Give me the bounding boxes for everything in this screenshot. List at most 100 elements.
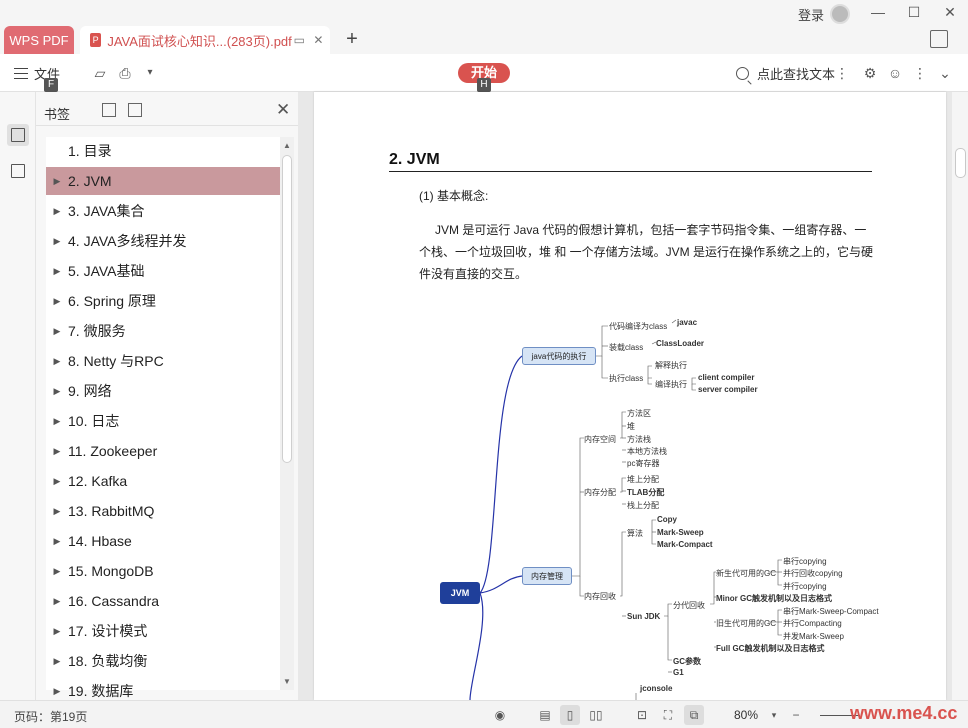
bookmark-item[interactable]: ▶5. JAVA基础 <box>46 257 280 285</box>
tab-document[interactable]: P JAVA面试核心知识...(283页).pdf ▭ ✕ <box>80 26 330 54</box>
bookmark-item[interactable]: ▶16. Cassandra <box>46 587 280 615</box>
expand-triangle-icon[interactable]: ▶ <box>53 295 61 306</box>
bookmark-item[interactable]: 1. 目录 <box>46 137 280 165</box>
expand-triangle-icon[interactable]: ▶ <box>53 355 61 366</box>
expand-triangle-icon[interactable]: ▶ <box>53 595 61 606</box>
expand-triangle-icon[interactable]: ▶ <box>53 685 61 696</box>
panel-toggle-icon[interactable] <box>930 30 948 48</box>
bookmark-scrollbar[interactable]: ▲ ▼ <box>280 137 294 690</box>
expand-triangle-icon[interactable]: ▶ <box>53 655 61 666</box>
document-scrollbar[interactable] <box>952 92 968 700</box>
eye-protection-icon[interactable]: ◉ <box>494 708 506 722</box>
bookmark-item-label: 7. 微服务 <box>68 323 126 339</box>
print-icon[interactable]: ⎙ <box>119 65 131 81</box>
single-page-icon[interactable]: ▯ <box>560 705 580 725</box>
bookmark-item[interactable]: ▶ 2. JVM <box>46 167 280 195</box>
section-heading: 2. JVM <box>389 151 440 168</box>
maximize-button[interactable]: ☐ <box>907 4 921 20</box>
login-button[interactable]: 登录 <box>798 4 851 24</box>
mindmap-node: 内存回收 <box>584 592 616 601</box>
mindmap-node: 串行copying <box>783 557 827 566</box>
expand-triangle-icon[interactable]: ▶ <box>53 445 61 456</box>
actual-size-icon[interactable]: ⊡ <box>636 708 648 722</box>
expand-triangle-icon[interactable]: ▶ <box>53 475 61 486</box>
fit-page-icon[interactable]: ⛶ <box>663 708 673 722</box>
zoom-level[interactable]: 80% <box>734 708 759 722</box>
bookmark-item[interactable]: ▶4. JAVA多线程并发 <box>46 227 280 255</box>
bookmark-scroll-thumb[interactable] <box>282 155 292 463</box>
mindmap-node: Copy <box>657 515 677 524</box>
more-options-icon[interactable]: ⋮ <box>913 65 927 81</box>
expand-triangle-icon[interactable]: ▶ <box>53 535 61 546</box>
avatar[interactable] <box>830 4 851 24</box>
bookmark-item[interactable]: ▶ 12. Kafka <box>46 467 280 495</box>
bookmark-item[interactable]: ▶10. 日志 <box>46 407 280 435</box>
close-tab-icon[interactable]: ✕ <box>313 33 324 47</box>
collapse-toolbar-icon[interactable]: ⌄ <box>939 65 951 81</box>
mindmap-node: 方法栈 <box>627 435 651 444</box>
thumbnail-panel-button[interactable] <box>7 160 29 182</box>
bookmark-item[interactable]: ▶3. JAVA集合 <box>46 197 280 225</box>
start-tab-button[interactable]: 开始 <box>458 63 510 83</box>
bookmark-panel-button[interactable] <box>7 124 29 146</box>
bookmark-item[interactable]: ▶13. RabbitMQ <box>46 497 280 525</box>
status-bar: 页码：第19页 ◉ ▤ ▯ ▯▯ ⊡ ⛶ ⧉ 80% ▾ − <box>0 700 968 728</box>
bookmark-item[interactable]: ▶15. MongoDB <box>46 557 280 585</box>
zoom-out-icon[interactable]: − <box>792 708 800 722</box>
open-folder-icon[interactable]: ▱ <box>94 65 106 81</box>
mindmap-node: 算法 <box>627 529 643 538</box>
mindmap-node: 代码编译为class <box>609 322 668 331</box>
mindmap-connectors <box>469 319 782 701</box>
two-page-icon[interactable]: ▯▯ <box>589 708 603 722</box>
expand-triangle-icon[interactable]: ▶ <box>53 205 61 216</box>
expand-triangle-icon[interactable]: ▶ <box>53 265 61 276</box>
expand-triangle-icon[interactable]: ▶ <box>53 385 61 396</box>
find-text-button[interactable]: 点此查找文本 <box>736 64 835 83</box>
monitor-icon[interactable]: ▭ <box>293 33 305 47</box>
bookmark-item[interactable]: ▶6. Spring 原理 <box>46 287 280 315</box>
bookmark-item-label: 12. Kafka <box>68 473 128 489</box>
menu-icon <box>14 68 28 79</box>
new-tab-button[interactable]: + <box>346 28 358 50</box>
scroll-down-icon[interactable]: ▼ <box>283 677 291 686</box>
bookmark-item[interactable]: ▶8. Netty 与RPC <box>46 347 280 375</box>
tab-wps-pdf[interactable]: WPS PDF <box>4 26 74 54</box>
settings-icon[interactable]: ⚙ <box>863 65 877 81</box>
mindmap-node: 编译执行 <box>655 380 687 389</box>
bookmark-item-label: 2. JVM <box>68 173 112 189</box>
close-window-button[interactable]: ✕ <box>944 4 956 20</box>
collapse-all-icon[interactable] <box>128 103 142 117</box>
expand-all-icon[interactable] <box>102 103 116 117</box>
minimize-button[interactable]: — <box>871 4 885 20</box>
bookmark-item[interactable]: ▶18. 负载均衡 <box>46 647 280 675</box>
mindmap-node: 分代回收 <box>673 601 705 610</box>
mindmap-node: 新生代可用的GC <box>716 569 776 578</box>
zoom-slider[interactable] <box>820 715 860 716</box>
close-panel-icon[interactable]: ✕ <box>276 100 291 119</box>
mindmap-node: 装载class <box>609 343 644 352</box>
zoom-dropdown-icon[interactable]: ▾ <box>771 710 777 720</box>
expand-triangle-icon[interactable]: ▶ <box>53 625 61 636</box>
expand-triangle-icon[interactable]: ▶ <box>53 175 61 186</box>
expand-triangle-icon[interactable]: ▶ <box>53 415 61 426</box>
mindmap-node: 堆 <box>627 422 635 431</box>
continuous-page-icon[interactable]: ▤ <box>539 708 551 722</box>
bookmark-item[interactable]: ▶ 7. 微服务 <box>46 317 280 345</box>
scroll-up-icon[interactable]: ▲ <box>283 141 291 150</box>
bookmark-item[interactable]: ▶19. 数据库 <box>46 677 280 705</box>
bookmark-item[interactable]: ▶11. Zookeeper <box>46 437 280 465</box>
expand-triangle-icon[interactable]: ▶ <box>53 235 61 246</box>
expand-triangle-icon[interactable]: ▶ <box>53 505 61 516</box>
mindmap-node: Minor GC触发机制以及日志格式 <box>716 594 832 603</box>
keytip-file: F <box>44 78 58 92</box>
feedback-icon[interactable]: ☺ <box>887 65 903 81</box>
more-vertical-icon[interactable]: ⋮ <box>835 65 849 81</box>
fit-width-icon[interactable]: ⧉ <box>684 705 704 725</box>
expand-triangle-icon[interactable]: ▶ <box>53 565 61 576</box>
bookmark-item[interactable]: ▶17. 设计模式 <box>46 617 280 645</box>
bookmark-item[interactable]: ▶14. Hbase <box>46 527 280 555</box>
quick-access-dropdown-icon[interactable]: ▾ <box>147 67 153 78</box>
bookmark-item[interactable]: ▶9. 网络 <box>46 377 280 405</box>
expand-triangle-icon[interactable]: ▶ <box>53 325 61 336</box>
document-scroll-thumb[interactable] <box>955 148 966 178</box>
